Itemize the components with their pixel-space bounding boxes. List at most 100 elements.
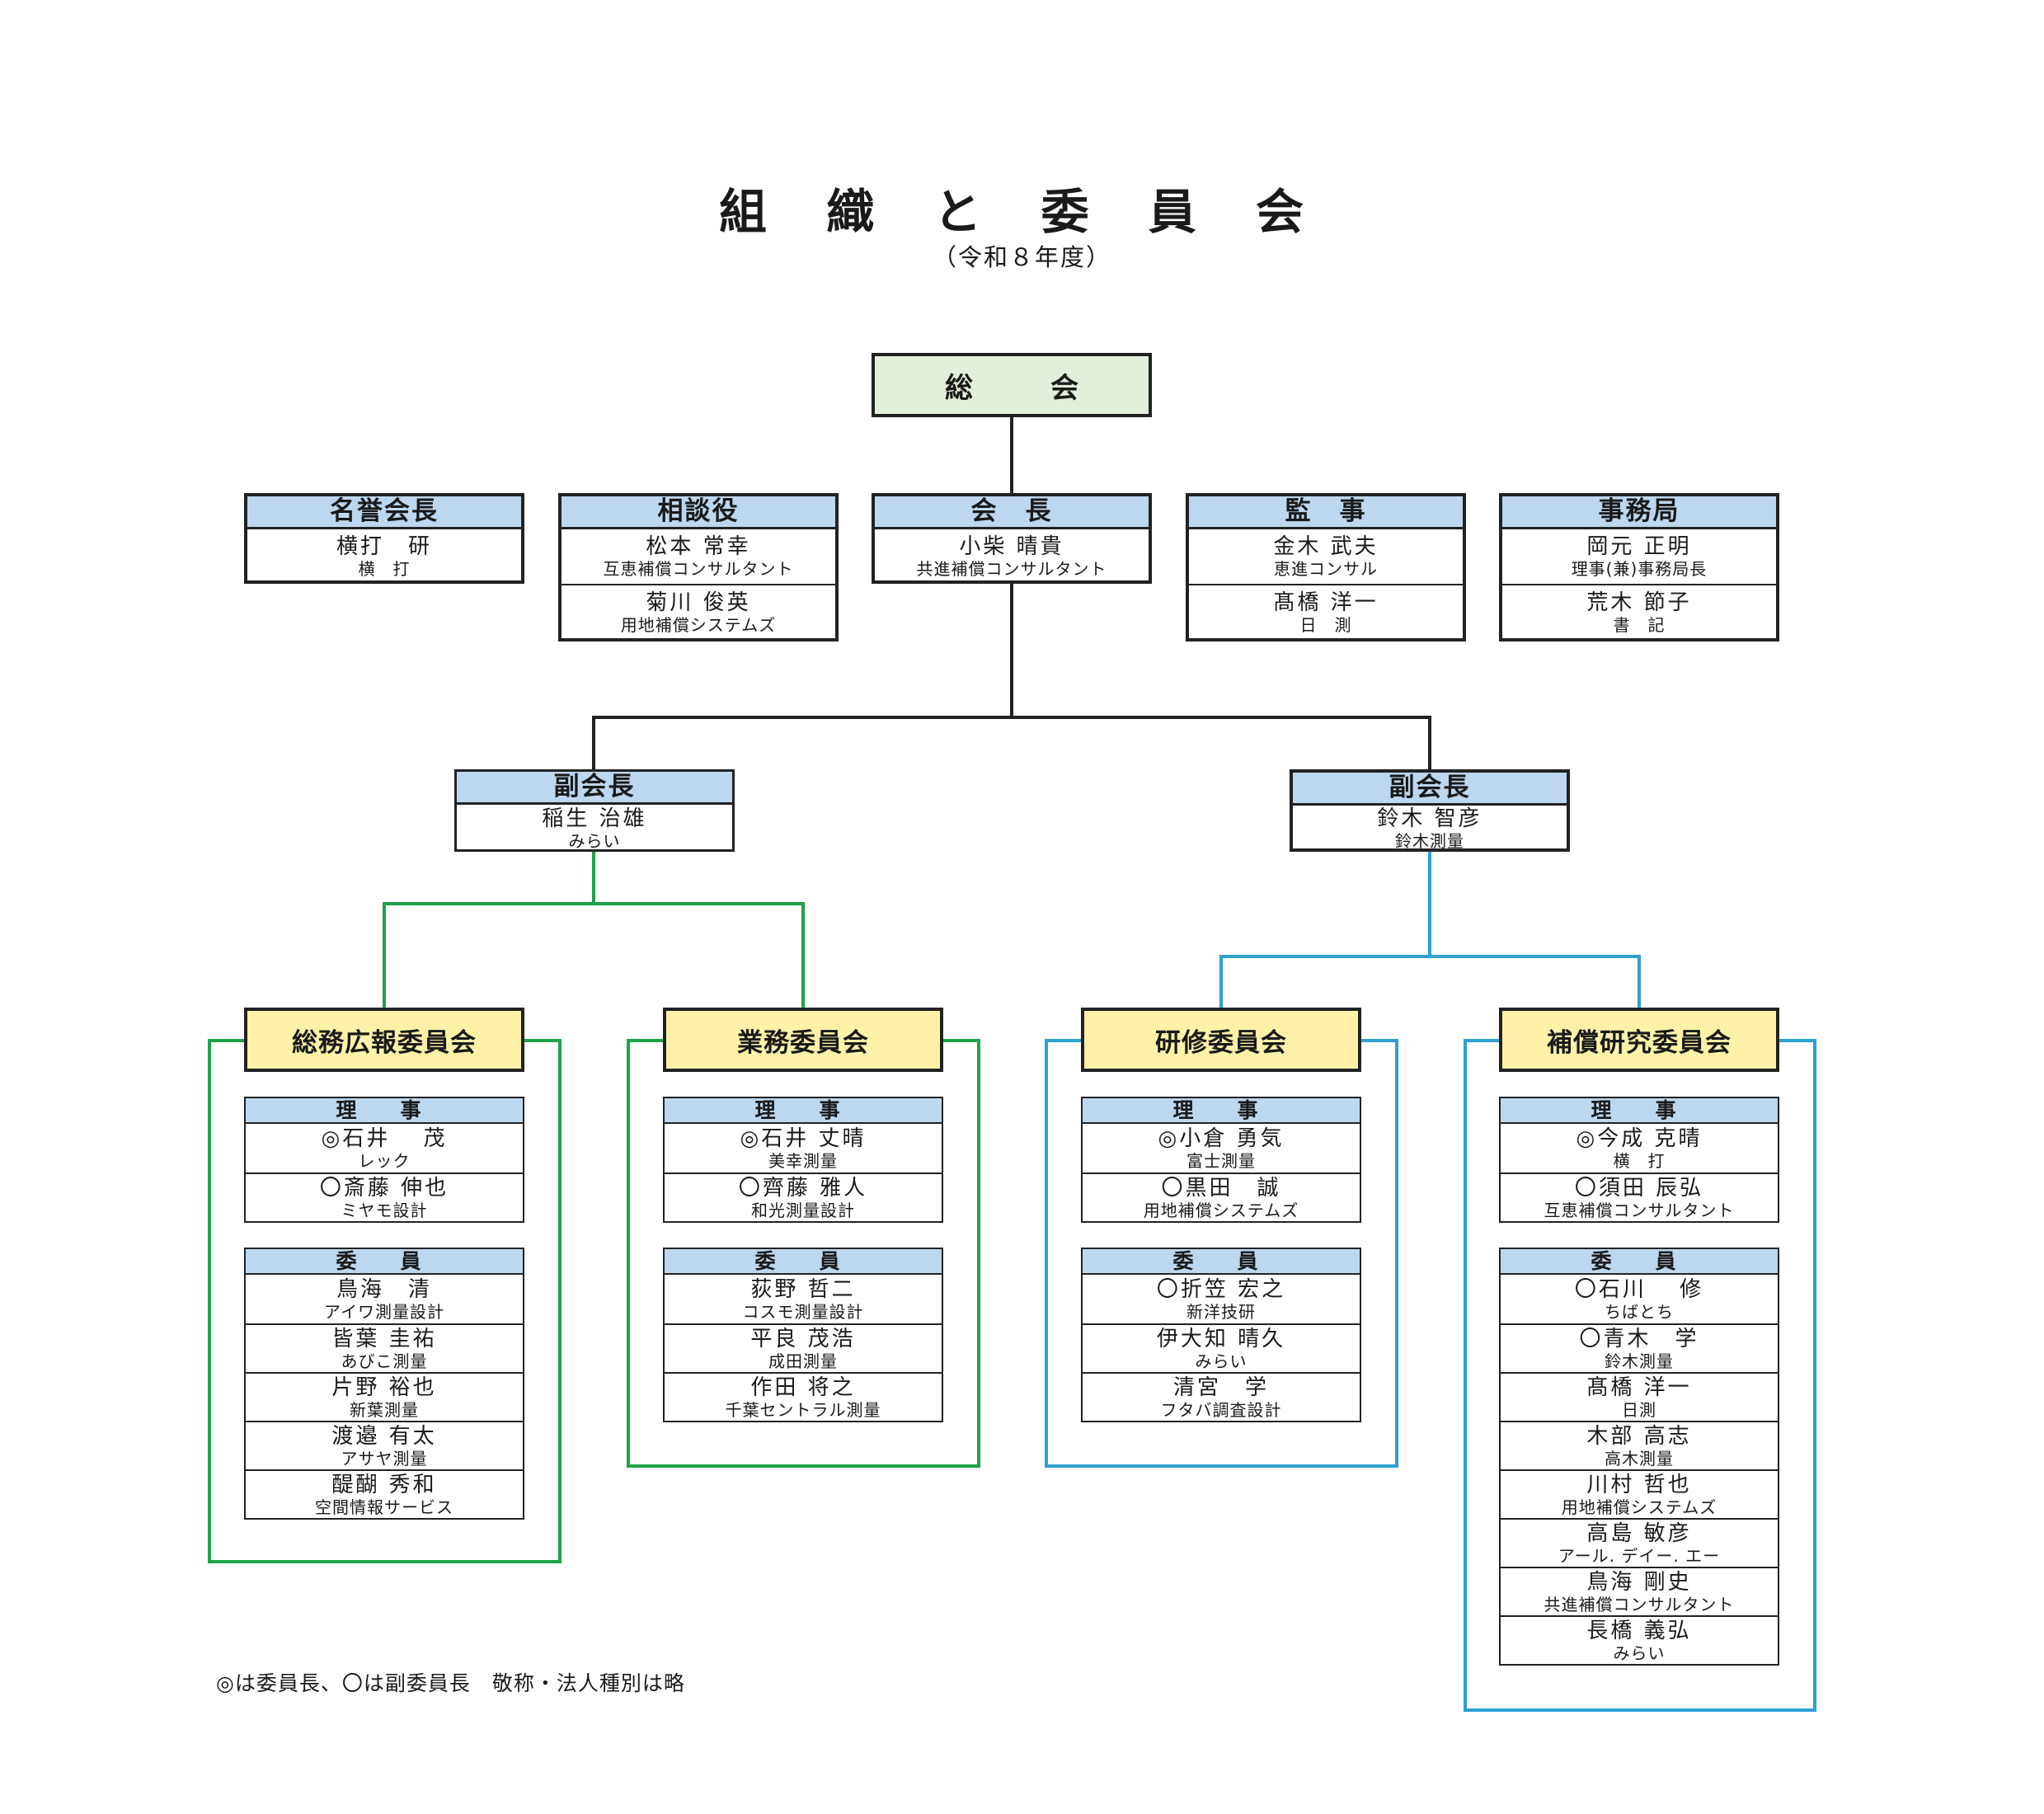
frame-gyomu — [627, 1039, 980, 1468]
member-cell: 〇齊藤 雅人和光測量設計 — [665, 1173, 942, 1221]
member-affiliation: 用地補償システムズ — [1143, 1200, 1299, 1220]
member-cell: ◎小倉 勇気富士測量 — [1083, 1124, 1360, 1173]
member-cell: 〇折笠 宏之新洋技研 — [1083, 1275, 1360, 1323]
member-affiliation: ミヤモ設計 — [341, 1200, 428, 1220]
member-name: 高島 敏彦 — [1586, 1520, 1692, 1546]
member-affiliation: アサヤ測量 — [341, 1448, 428, 1469]
member-affiliation: 和光測量設計 — [751, 1200, 855, 1220]
table-header: 理 事 — [1083, 1098, 1360, 1124]
committee-gyomu-title: 業務委員会 — [663, 1008, 943, 1072]
member-name: 松本 常幸 — [646, 534, 751, 559]
box-header: 相談役 — [562, 496, 835, 529]
member-affiliation: ちばとち — [1605, 1301, 1674, 1322]
line-green-horizontal — [383, 902, 805, 1008]
member-affiliation: あびこ測量 — [341, 1351, 428, 1371]
member-name: 〇石川 修 — [1574, 1276, 1704, 1302]
frame-soumu — [208, 1039, 562, 1563]
member-affiliation: みらい — [1195, 1351, 1248, 1371]
secretariat-box: 事務局 岡元 正明 理事(兼)事務局長 荒木 節子 書 記 — [1499, 493, 1779, 641]
member-affiliation: みらい — [568, 830, 621, 851]
frame-kenshu — [1045, 1039, 1398, 1468]
honorary-president-box: 名誉会長 横打 研 横 打 — [244, 493, 524, 584]
member-name: 片野 裕也 — [331, 1375, 437, 1400]
member-cell: 鳥海 清アイワ測量設計 — [246, 1275, 523, 1323]
member-affiliation: 用地補償システムズ — [1561, 1497, 1717, 1517]
member-name: 〇須田 辰弘 — [1574, 1175, 1704, 1201]
member-affiliation: 新洋技研 — [1186, 1301, 1256, 1322]
member-affiliation: 日 測 — [1299, 615, 1352, 635]
committee-soumu-members-table: 委 員鳥海 清アイワ測量設計皆葉 圭祐あびこ測量片野 裕也新葉測量渡邉 有太アサ… — [244, 1248, 524, 1520]
member-cell: 片野 裕也新葉測量 — [246, 1372, 523, 1421]
member-name: 鈴木 智彦 — [1377, 806, 1482, 831]
member-name: 荒木 節子 — [1586, 590, 1692, 615]
member-cell: 金木 武夫 恵進コンサル — [1189, 529, 1463, 584]
member-affiliation: 富士測量 — [1186, 1150, 1256, 1171]
table-header: 理 事 — [665, 1098, 942, 1124]
frame-hosho — [1464, 1039, 1816, 1712]
member-affiliation: フタバ調査設計 — [1160, 1399, 1282, 1420]
member-cell: 横打 研 横 打 — [247, 529, 521, 583]
member-affiliation: 恵進コンサル — [1274, 559, 1378, 579]
member-cell: 高島 敏彦アール. デイー. エー — [1501, 1518, 1778, 1567]
member-affiliation: コスモ測量設計 — [742, 1301, 864, 1322]
vice-president-right-box: 副会長 鈴木 智彦 鈴木測量 — [1290, 769, 1570, 852]
committee-gyomu-members-table: 委 員荻野 哲二コスモ測量設計平良 茂浩成田測量作田 将之千葉セントラル測量 — [663, 1248, 943, 1422]
member-affiliation: 互恵補償コンサルタント — [603, 559, 794, 579]
member-affiliation: 日測 — [1622, 1399, 1656, 1420]
member-name: 皆葉 圭祐 — [331, 1326, 437, 1351]
member-name: 長橋 義弘 — [1586, 1618, 1692, 1643]
member-cell: 稲生 治雄 みらい — [457, 805, 732, 852]
member-affiliation: 横 打 — [358, 558, 411, 579]
committee-hosho-title: 補償研究委員会 — [1499, 1008, 1779, 1072]
member-cell: 清宮 学フタバ調査設計 — [1083, 1372, 1360, 1421]
member-cell: 鈴木 智彦 鈴木測量 — [1293, 806, 1567, 851]
member-affiliation: 空間情報サービス — [315, 1497, 453, 1517]
member-name: 渡邉 有太 — [331, 1423, 437, 1449]
committee-hosho-members-table: 委 員〇石川 修ちばとち〇青木 学鈴木測量髙橋 洋一日測木部 高志高木測量川村 … — [1499, 1248, 1779, 1666]
table-header: 委 員 — [246, 1249, 523, 1275]
member-affiliation: 高木測量 — [1605, 1448, 1674, 1469]
member-affiliation: みらい — [1613, 1642, 1666, 1663]
member-cell: 平良 茂浩成田測量 — [665, 1323, 942, 1372]
member-name: 〇黒田 誠 — [1161, 1175, 1281, 1201]
member-name: 金木 武夫 — [1273, 534, 1379, 559]
member-name: ◎小倉 勇気 — [1158, 1126, 1285, 1151]
table-header: 委 員 — [665, 1249, 942, 1275]
table-header: 理 事 — [246, 1098, 523, 1124]
box-header: 副会長 — [1293, 773, 1567, 806]
member-name: 作田 将之 — [750, 1375, 856, 1400]
member-name: 髙橋 洋一 — [1586, 1375, 1692, 1400]
box-header: 副会長 — [457, 772, 732, 805]
member-cell: 川村 哲也用地補償システムズ — [1501, 1469, 1778, 1518]
member-cell: 〇黒田 誠用地補償システムズ — [1083, 1173, 1360, 1221]
member-name: 鳥海 清 — [336, 1276, 432, 1302]
line-blue-horizontal — [1219, 955, 1641, 1008]
member-cell: 髙橋 洋一 日 測 — [1189, 584, 1463, 640]
member-cell: 松本 常幸 互恵補償コンサルタント — [562, 529, 835, 584]
committee-gyomu-directors-table: 理 事◎石井 丈晴美幸測量〇齊藤 雅人和光測量設計 — [663, 1097, 943, 1223]
member-name: 醍醐 秀和 — [331, 1472, 437, 1497]
member-cell: ◎今成 克晴横 打 — [1501, 1124, 1778, 1173]
member-cell: 伊大知 晴久みらい — [1083, 1323, 1360, 1372]
committee-kenshu-title: 研修委員会 — [1081, 1008, 1361, 1072]
member-name: 清宮 学 — [1172, 1375, 1269, 1400]
member-cell: ◎石井 丈晴美幸測量 — [665, 1124, 942, 1173]
member-affiliation: レック — [358, 1150, 411, 1171]
committee-kenshu-members-table: 委 員〇折笠 宏之新洋技研伊大知 晴久みらい清宮 学フタバ調査設計 — [1081, 1248, 1361, 1422]
member-name: 〇折笠 宏之 — [1156, 1276, 1286, 1302]
table-header: 委 員 — [1501, 1249, 1778, 1275]
member-cell: 皆葉 圭祐あびこ測量 — [246, 1323, 523, 1372]
member-cell: 醍醐 秀和空間情報サービス — [246, 1469, 523, 1518]
member-cell: 長橋 義弘みらい — [1501, 1615, 1778, 1664]
member-name: 荻野 哲二 — [750, 1276, 856, 1302]
advisor-box: 相談役 松本 常幸 互恵補償コンサルタント 菊川 俊英 用地補償システムズ — [558, 493, 839, 641]
member-name: ◎今成 克晴 — [1576, 1126, 1703, 1151]
member-cell: 〇石川 修ちばとち — [1501, 1275, 1778, 1323]
member-cell: 〇青木 学鈴木測量 — [1501, 1323, 1778, 1372]
member-name: 小柴 晴貴 — [959, 533, 1064, 559]
member-affiliation: 美幸測量 — [768, 1150, 838, 1171]
member-affiliation: 成田測量 — [768, 1351, 838, 1371]
box-header: 事務局 — [1502, 496, 1776, 529]
member-name: 〇青木 学 — [1579, 1326, 1699, 1351]
member-cell: 作田 将之千葉セントラル測量 — [665, 1372, 942, 1421]
